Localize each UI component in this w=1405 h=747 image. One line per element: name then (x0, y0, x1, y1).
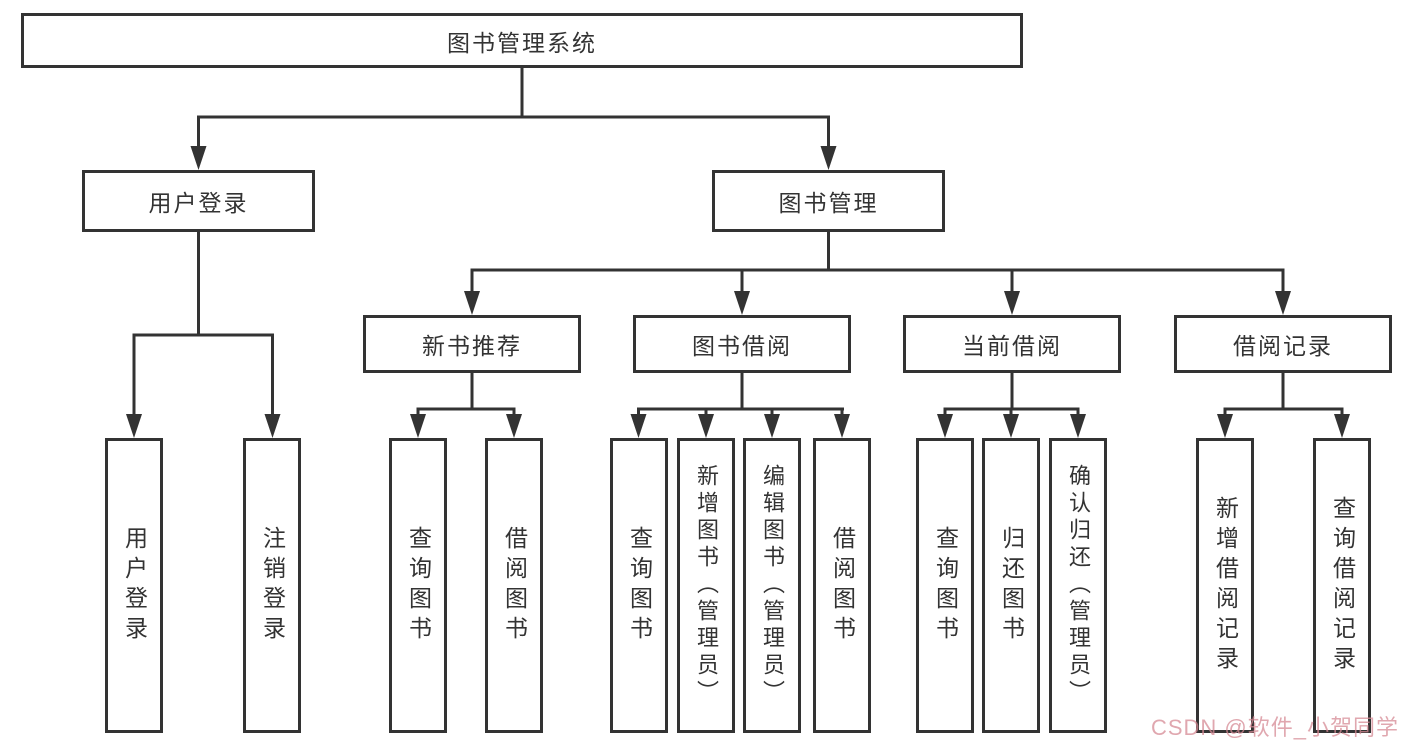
leaf-label: 用户登录 (121, 525, 148, 646)
node-confirm-return-admin: 确认归还（管理员） (1049, 438, 1107, 733)
node-edit-books-admin: 编辑图书（管理员） (743, 438, 801, 733)
leaf-label: 借阅图书 (829, 525, 856, 646)
node-new-book-recommend: 新书推荐 (363, 315, 581, 373)
leaf-label: 编辑图书（管理员） (760, 464, 785, 707)
arrowheads (126, 146, 1350, 438)
node-current-borrowing: 当前借阅 (903, 315, 1121, 373)
node-query-books-recommend: 查询图书 (389, 438, 447, 733)
leaf-label: 查询借阅记录 (1329, 495, 1356, 676)
leaf-label: 新增图书（管理员） (694, 464, 719, 707)
node-add-books-admin: 新增图书（管理员） (677, 438, 735, 733)
node-borrow-books-recommend: 借阅图书 (485, 438, 543, 733)
node-borrow-records: 借阅记录 (1174, 315, 1392, 373)
node-user-login: 用户登录 (105, 438, 163, 733)
node-root-system: 图书管理系统 (21, 13, 1023, 68)
leaf-label: 查询图书 (405, 525, 432, 646)
node-book-management: 图书管理 (712, 170, 945, 232)
node-user-login-group: 用户登录 (82, 170, 315, 232)
leaf-label: 确认归还（管理员） (1066, 464, 1091, 707)
node-query-books-borrowing: 查询图书 (610, 438, 668, 733)
node-logout: 注销登录 (243, 438, 301, 733)
node-add-borrow-record: 新增借阅记录 (1196, 438, 1254, 733)
leaf-label: 新增借阅记录 (1212, 495, 1239, 676)
node-return-books: 归还图书 (982, 438, 1040, 733)
node-query-borrow-record: 查询借阅记录 (1313, 438, 1371, 733)
leaf-label: 注销登录 (259, 525, 286, 646)
node-book-borrowing: 图书借阅 (633, 315, 851, 373)
node-query-books-current: 查询图书 (916, 438, 974, 733)
leaf-label: 查询图书 (626, 525, 653, 646)
node-borrow-books-borrowing: 借阅图书 (813, 438, 871, 733)
leaf-label: 借阅图书 (501, 525, 528, 646)
leaf-label: 归还图书 (998, 525, 1025, 646)
leaf-label: 查询图书 (932, 525, 959, 646)
